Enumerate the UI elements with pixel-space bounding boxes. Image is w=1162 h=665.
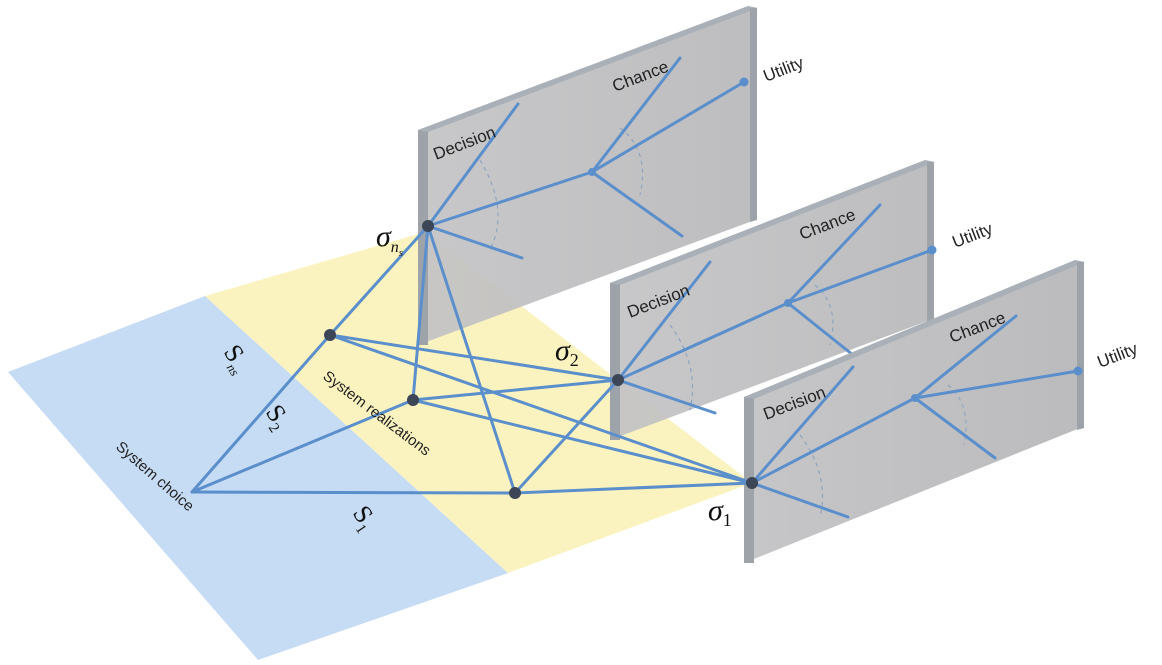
- system-network-lines: [190, 224, 754, 495]
- state-label-sigma-ns: σns: [376, 220, 403, 259]
- decision-branch: [750, 481, 850, 519]
- chance-node: [588, 168, 596, 176]
- decision-branch: [616, 378, 717, 415]
- state-node-sigma-1: [746, 477, 758, 489]
- state-node-sigma-ns: [422, 220, 434, 232]
- chance-branch: [590, 80, 746, 174]
- realization-edge: [328, 333, 620, 382]
- chance-branch: [590, 56, 682, 174]
- chance-node: [911, 394, 919, 402]
- decision-panel-sigma-1: Decision Chance Utility: [744, 260, 1141, 563]
- chance-node: [784, 299, 792, 307]
- panel-top-edge: [744, 260, 1085, 399]
- probability-arc: [669, 324, 693, 411]
- decision-branch: [616, 260, 712, 382]
- realization-edge: [328, 333, 754, 485]
- panel-right-edge: [750, 8, 757, 222]
- utility-label: Utility: [761, 53, 807, 86]
- decision-branch: [426, 224, 524, 260]
- decision-panel-sigma-ns: Decision Chance Utility: [418, 6, 807, 345]
- chance-branch: [786, 301, 855, 357]
- choice-edge-s2: [190, 398, 415, 494]
- realization-node: [324, 329, 336, 341]
- state-subscript: n: [391, 239, 399, 256]
- chance-branch: [913, 396, 997, 460]
- decision-branch: [750, 365, 855, 485]
- state-symbol: σ: [555, 334, 571, 367]
- utility-node: [739, 77, 749, 87]
- probability-arc: [799, 434, 823, 519]
- state-subsubscript: s: [399, 247, 403, 259]
- state-symbol: σ: [376, 220, 392, 253]
- choice-edge-s1: [190, 490, 517, 495]
- chance-branch: [786, 248, 934, 305]
- panel-face: [418, 8, 755, 345]
- decision-branch: [616, 301, 790, 382]
- panel-right-edge: [1077, 262, 1084, 430]
- utility-label: Utility: [950, 219, 996, 252]
- realization-edge: [426, 224, 517, 495]
- chance-branch: [913, 314, 1018, 400]
- probability-arc: [947, 384, 967, 446]
- decision-branch: [750, 396, 917, 485]
- choice-edge-sns: [190, 333, 332, 494]
- realization-node: [509, 487, 521, 499]
- state-subscript: 2: [570, 350, 579, 370]
- panel-right-edge: [927, 162, 934, 322]
- chance-branch: [590, 170, 684, 238]
- panel-side-edge: [418, 130, 428, 345]
- realization-edge: [411, 224, 430, 402]
- realization-edge: [328, 224, 430, 337]
- decision-panel-sigma-2: Decision Chance Utility: [610, 160, 996, 440]
- chance-branch: [913, 369, 1080, 400]
- system-choice-plane: [8, 296, 508, 660]
- state-label-sigma-2: σ2: [555, 334, 579, 370]
- probability-arc: [619, 127, 644, 196]
- probability-arc: [479, 159, 499, 251]
- state-label-sigma-1: σ1: [708, 494, 732, 530]
- utility-label: Utility: [1095, 339, 1141, 372]
- decision-branch: [426, 170, 594, 228]
- panel-side-edge: [610, 283, 620, 440]
- panel-top-edge: [610, 160, 935, 285]
- state-node-sigma-2: [612, 374, 624, 386]
- realization-edge: [411, 378, 620, 402]
- panel-top-edge: [418, 6, 758, 132]
- panel-face: [610, 162, 930, 440]
- realization-edge: [411, 398, 754, 485]
- state-symbol: σ: [708, 494, 724, 527]
- utility-node: [1073, 366, 1083, 376]
- state-subscript: 1: [723, 510, 732, 530]
- utility-node: [927, 245, 937, 255]
- decision-branch: [426, 102, 520, 228]
- chance-branch: [786, 203, 882, 305]
- realization-edge: [513, 378, 620, 495]
- realization-node: [407, 394, 419, 406]
- panel-face: [744, 262, 1080, 563]
- realization-edge: [513, 481, 754, 495]
- choice-label-s1: S1: [344, 500, 384, 537]
